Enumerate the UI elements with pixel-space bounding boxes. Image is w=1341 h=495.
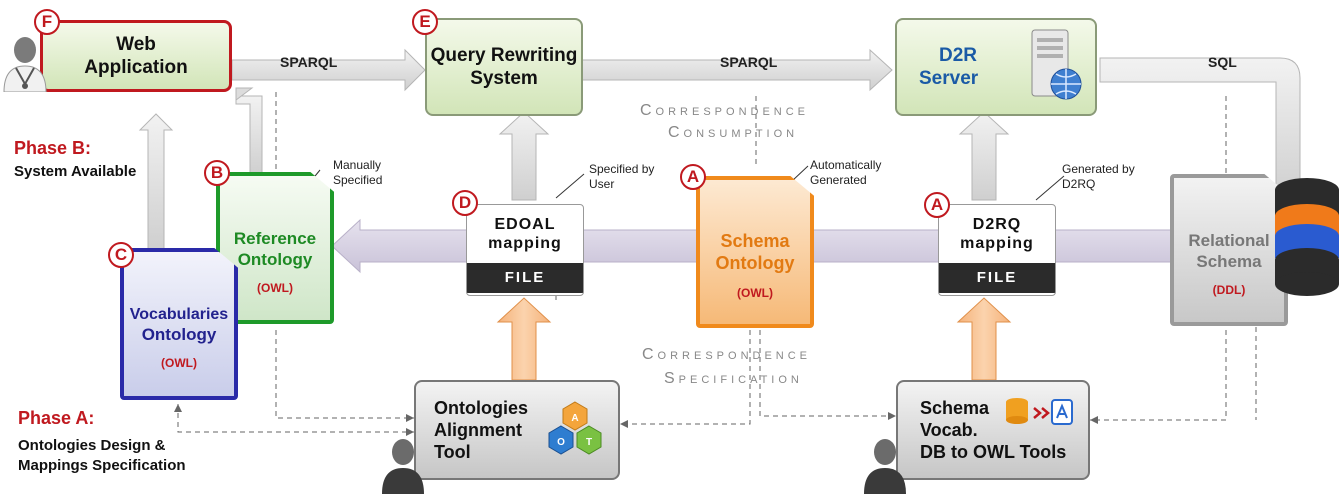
edoal-mapping-file[interactable]: EDOAL mapping FILE [466, 204, 584, 296]
relational-schema-doc[interactable]: Relational Schema (DDL) [1170, 174, 1288, 326]
query-rewriting-label-1: Query Rewriting [430, 45, 578, 66]
automatically-generated-note: Automatically Generated [810, 158, 882, 187]
sparql-label-1: SPARQL [280, 54, 338, 70]
schema-ontology-doc[interactable]: Schema Ontology (OWL) [696, 176, 814, 328]
badge-f: F [34, 9, 60, 35]
correspondence-specification-2: Specification [664, 370, 803, 387]
web-application-box[interactable]: Web Application [40, 20, 232, 92]
schema-label-2: Ontology [715, 253, 795, 273]
database-stack-icon [1275, 178, 1339, 296]
manually-specified-note: Manually Specified [333, 158, 383, 187]
d2rq-name: D2RQ mapping [939, 205, 1055, 263]
sparql-arrow-2 [581, 48, 893, 92]
phase-a-title: Phase A: [18, 408, 95, 428]
orange-arrow-d2rq [956, 297, 1012, 381]
web-app-label-1: Web [116, 34, 156, 55]
correspondence-specification-1: Correspondence [642, 346, 812, 363]
d2r-label-2: Server [919, 68, 979, 89]
db-to-owl-icon [1006, 398, 1073, 425]
d2rq-file-tag: FILE [939, 263, 1055, 293]
reference-label-2: Ontology [237, 249, 313, 269]
phase-a-line-1: Ontologies Design & [18, 437, 166, 454]
correspondence-consumption-2: Consumption [668, 124, 799, 141]
vocab-format: (OWL) [161, 356, 197, 370]
badge-d: D [452, 190, 478, 216]
hex-letter-a: A [571, 413, 578, 424]
phase-a-line-2: Mappings Specification [18, 457, 186, 474]
alignment-label-2: Alignment [434, 420, 522, 440]
d2rq-label-2: mapping [960, 235, 1034, 252]
alignment-label-1: Ontologies [434, 398, 528, 418]
relational-label-1: Relational [1188, 230, 1270, 250]
d2r-label-1: D2R [939, 45, 978, 66]
vocab-label-2: Ontology [141, 325, 217, 344]
phase-b-desc: System Available [14, 163, 137, 180]
user-icon-2 [864, 439, 906, 494]
relational-format: (DDL) [1212, 282, 1246, 297]
user-icon [382, 439, 424, 494]
up-arrow-d2rq [958, 111, 1010, 201]
up-arrow-ref [235, 95, 263, 176]
schema-format: (OWL) [737, 286, 773, 300]
sql-label: SQL [1208, 54, 1237, 70]
generated-by-note: Generated by D2RQ [1062, 162, 1135, 191]
badge-b: B [204, 160, 230, 186]
alignment-hex-icon: A O T [548, 401, 602, 455]
alignment-label-3: Tool [434, 442, 471, 462]
db-owl-label-3: DB to OWL Tools [920, 442, 1067, 462]
reference-format: (OWL) [257, 280, 293, 295]
hex-letter-o: O [557, 437, 565, 448]
correspondence-consumption-1: Correspondence [640, 102, 810, 119]
up-arrow-ref-head [235, 87, 254, 101]
reference-ontology-doc[interactable]: Reference Ontology (OWL) [216, 172, 334, 324]
schema-label-1: Schema [720, 231, 790, 251]
edoal-file-tag: FILE [467, 263, 583, 293]
phase-b-title: Phase B: [14, 138, 92, 158]
edoal-name: EDOAL mapping [467, 205, 583, 263]
badge-e: E [412, 9, 438, 35]
sparql-label-2: SPARQL [720, 54, 778, 70]
user-doctor-icon [3, 37, 47, 92]
orange-arrow-edoal [496, 297, 552, 381]
reference-label-1: Reference [233, 228, 317, 248]
up-arrow-edoal [498, 111, 550, 201]
edoal-label-2: mapping [488, 235, 562, 252]
specified-by-user-note: Specified by User [589, 162, 655, 191]
vocabularies-ontology-doc[interactable]: Vocabularies Ontology (OWL) [120, 248, 238, 400]
query-rewriting-label-2: System [470, 68, 538, 89]
badge-a-d2rq: A [924, 192, 950, 218]
d2rq-label-1: D2RQ [972, 216, 1022, 233]
server-globe-icon [1031, 29, 1082, 100]
query-rewriting-box[interactable]: Query Rewriting System [425, 18, 583, 116]
edoal-label-1: EDOAL [494, 216, 556, 233]
db-owl-label-2: Vocab. [920, 420, 978, 440]
d2rq-mapping-file[interactable]: D2RQ mapping FILE [938, 204, 1056, 296]
sparql-arrow-1 [231, 48, 426, 92]
db-owl-label-1: Schema [920, 398, 990, 418]
db-to-owl-box[interactable]: Schema Vocab. DB to OWL Tools [896, 380, 1090, 480]
hex-letter-t: T [586, 437, 592, 448]
vocab-label-1: Vocabularies [129, 306, 229, 323]
web-app-label-2: Application [84, 57, 188, 78]
up-arrow-vocab [138, 113, 174, 251]
badge-c: C [108, 242, 134, 268]
badge-a-schema: A [680, 164, 706, 190]
relational-label-2: Schema [1196, 251, 1262, 271]
